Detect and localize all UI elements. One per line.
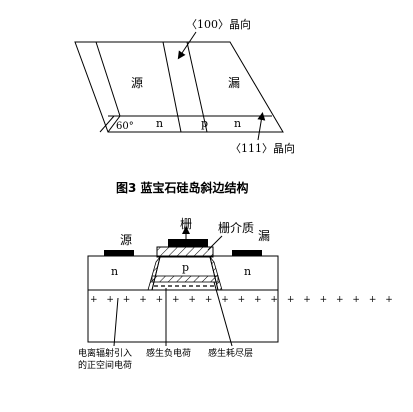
silicon-island-outline (74, 41, 284, 133)
gate-dielectric-label: 栅介质 (218, 220, 254, 235)
drain-label: 漏 (258, 229, 270, 243)
left-depletion-edge (147, 256, 161, 291)
direction-100-leader (177, 31, 197, 60)
drain-label: 漏 (228, 76, 240, 90)
region-n-left-label: n (156, 117, 163, 130)
region-n-right-label: n (244, 265, 251, 278)
bottom-depletion-band (151, 275, 219, 283)
angle-label: 60° (116, 121, 134, 132)
induced-negative-charge-label: 感生负电荷 (146, 347, 191, 359)
bottom-figure: + + + + + + + + + + + + + + + + + + + 源 … (78, 216, 396, 371)
radiation-charge-label-line2: 的正空间电荷 (78, 359, 132, 371)
induced-depletion-layer-label: 感生耗尽层 (208, 347, 253, 359)
gate-dielectric-leader (207, 235, 223, 251)
source-label: 源 (131, 76, 143, 90)
figure-caption: 图3 蓝宝石硅岛斜边结构 (116, 180, 249, 195)
source-label: 源 (120, 233, 132, 247)
angle-baseline (99, 115, 115, 133)
radiation-charge-leader (113, 297, 119, 347)
region-p-label: p (182, 261, 189, 274)
direction-100-label: 〈100〉晶向 (186, 17, 251, 31)
gate-label: 栅 (180, 216, 192, 231)
radiation-charge-label-line1: 电离辐射引入 (78, 347, 132, 359)
source-contact (104, 250, 134, 256)
gate-dielectric (156, 246, 214, 258)
channel-boundary-left (162, 41, 182, 133)
depletion-layer-leader (213, 281, 233, 347)
direction-111-leader (257, 112, 266, 141)
direction-111-label: 〈111〉晶向 (230, 141, 295, 155)
region-p-label: p (201, 117, 208, 130)
top-figure: 源 漏 n p n 60° 〈100〉晶向 〈111〉晶向 (74, 17, 295, 155)
region-n-left-label: n (111, 265, 118, 278)
region-n-right-label: n (234, 117, 241, 130)
drain-contact (232, 250, 262, 256)
channel-boundary-right (186, 41, 208, 133)
left-slope-edge (95, 41, 121, 117)
gate-electrode (168, 239, 208, 247)
positive-charge-row: + + + + + + + + + + + + + + + + + + + (90, 295, 396, 305)
left-slope-corner (107, 115, 121, 133)
